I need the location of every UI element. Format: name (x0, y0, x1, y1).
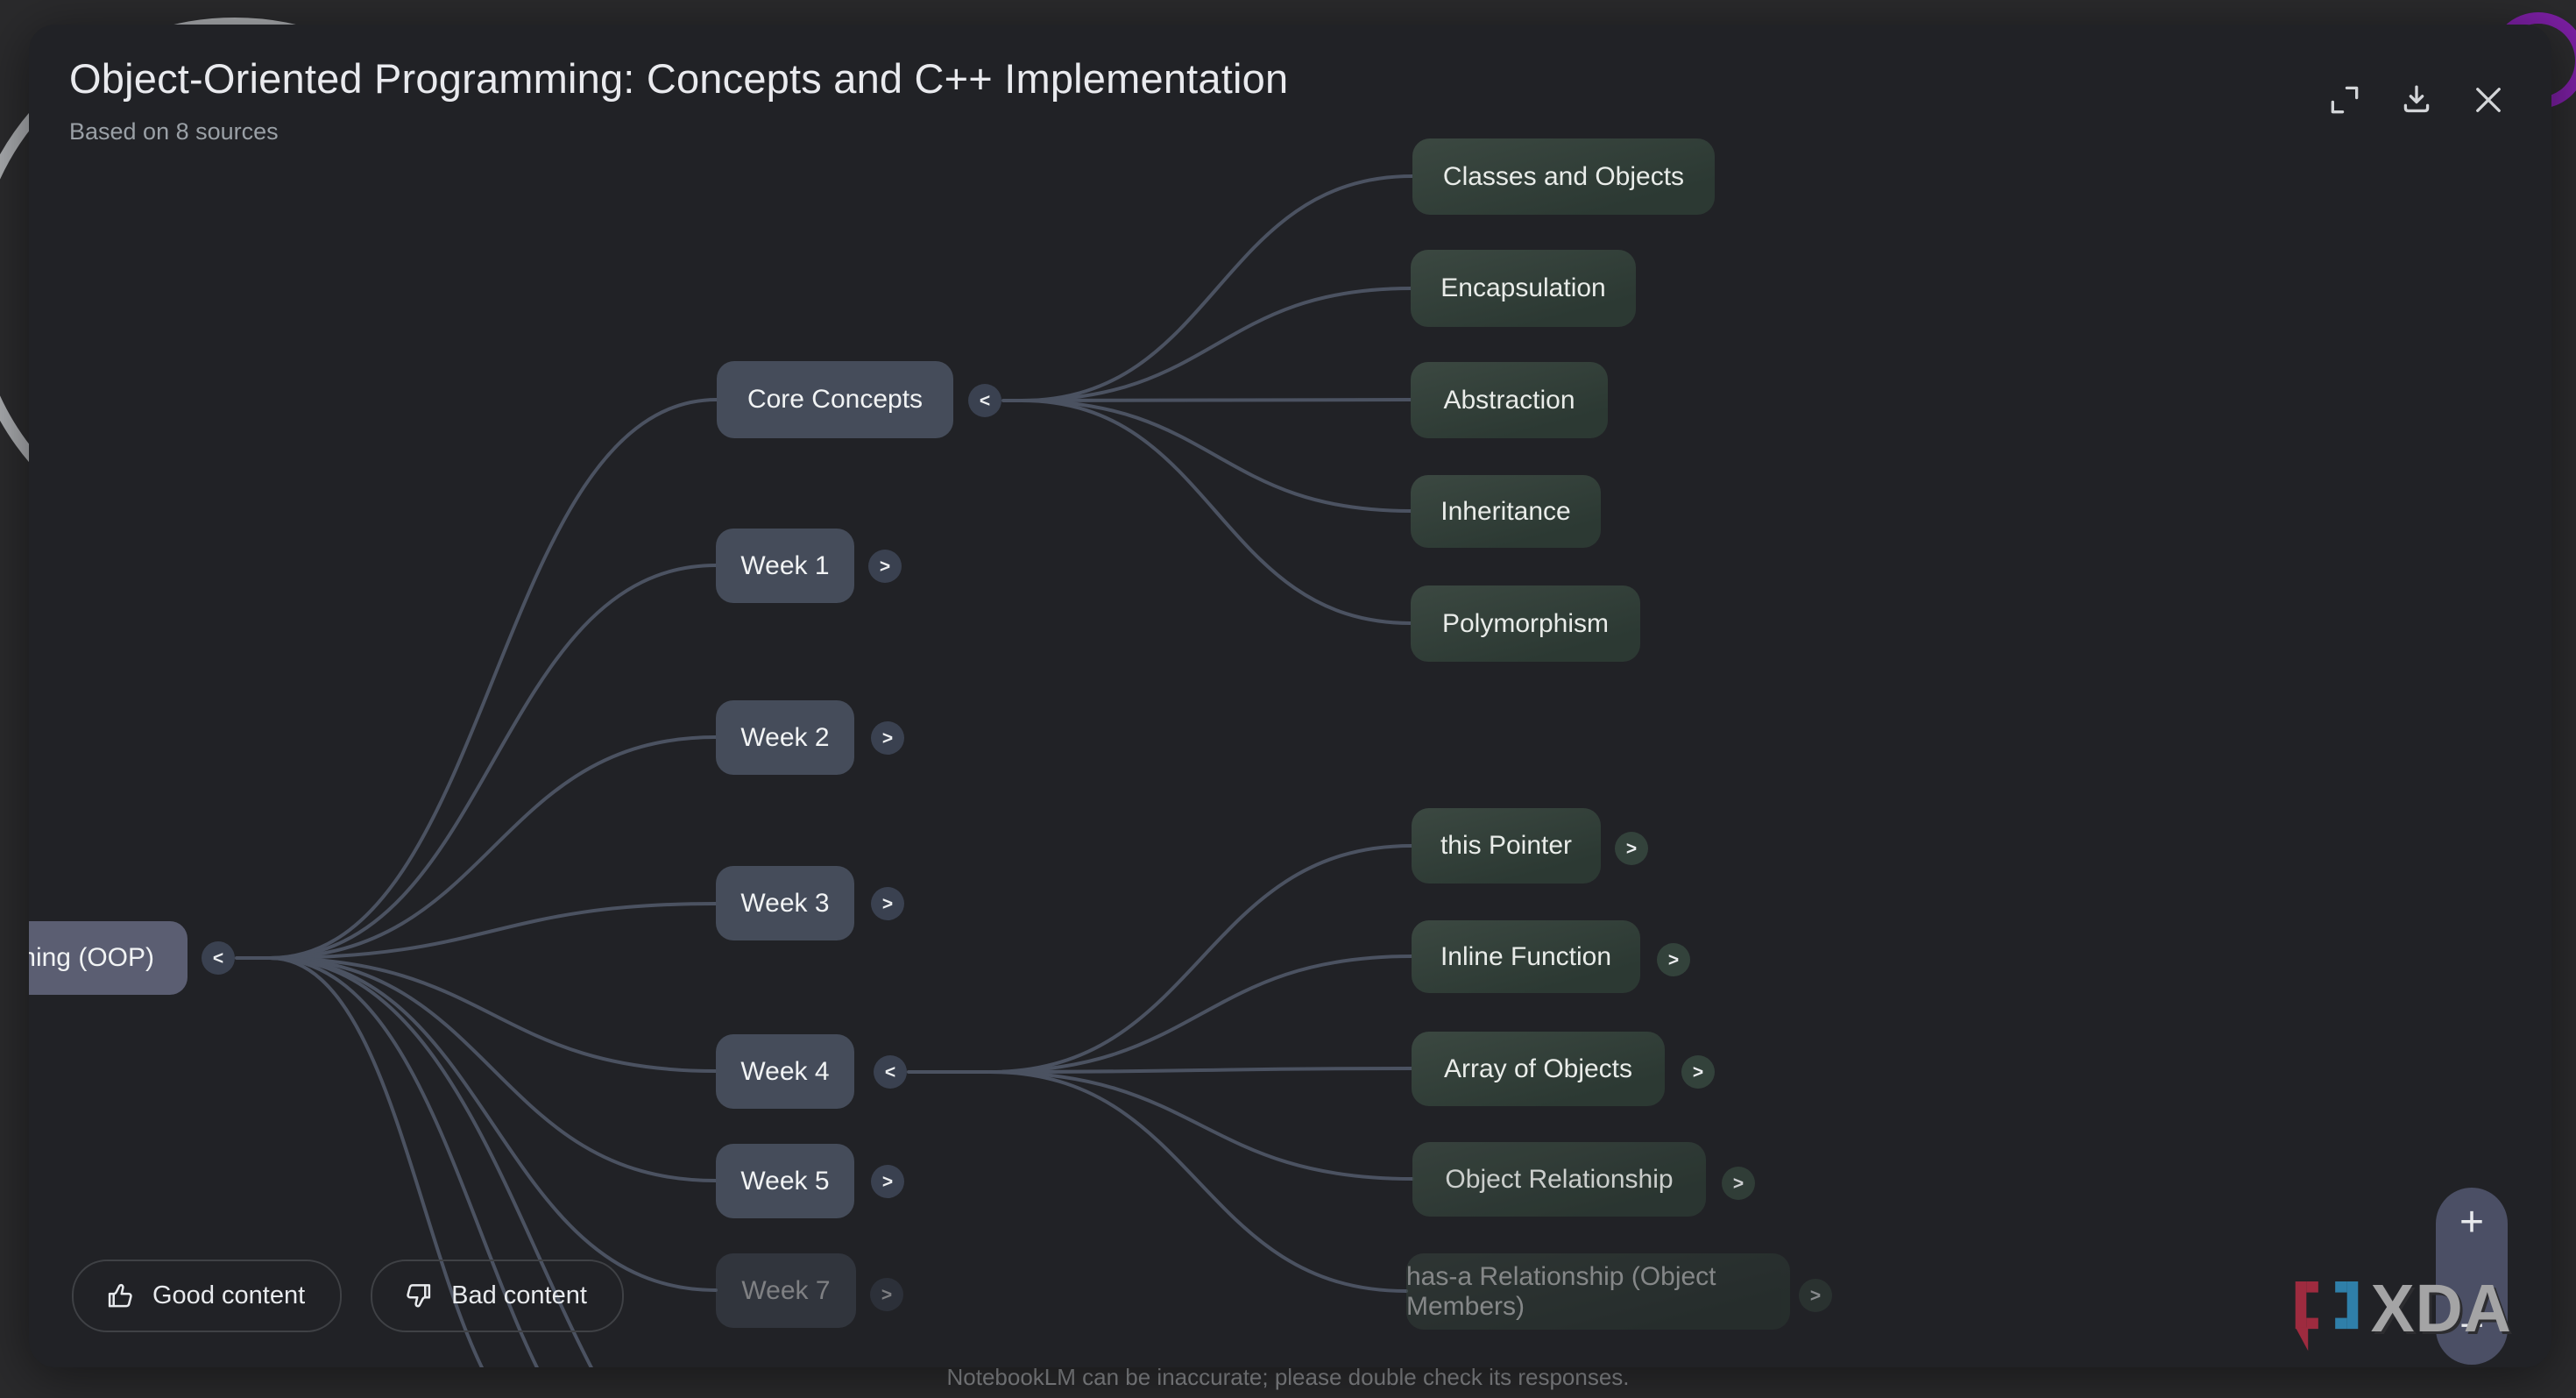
abstraction-node[interactable]: Abstraction (1411, 362, 1608, 438)
bad-content-label: Bad content (451, 1281, 587, 1309)
week-2-node[interactable]: Week 2 (716, 700, 854, 775)
page-title: Object-Oriented Programming: Concepts an… (69, 55, 1289, 102)
root-toggle-button[interactable]: < (202, 941, 235, 975)
has-a-relationship-node[interactable]: has-a Relationship (Object Members) (1406, 1253, 1790, 1330)
mindmap-canvas: Object-Oriented Programming: Concepts an… (29, 25, 2551, 1367)
week-7-toggle-button[interactable]: > (870, 1278, 903, 1311)
thumb-up-icon (108, 1283, 132, 1307)
inline-function-toggle-button[interactable]: > (1657, 943, 1690, 976)
core-concepts-node[interactable]: Core Concepts (717, 361, 953, 438)
mindmap-edges (235, 174, 1414, 1367)
mindmap-dialog: Object-Oriented Programming: Concepts an… (29, 25, 2551, 1367)
week-1-node[interactable]: Week 1 (716, 529, 854, 603)
bad-content-button[interactable]: Bad content (371, 1260, 624, 1332)
collapse-nodes-button[interactable] (2325, 81, 2364, 119)
sources-count-label: Based on 8 sources (69, 118, 279, 145)
good-content-button[interactable]: Good content (72, 1260, 343, 1332)
week-3-node[interactable]: Week 3 (716, 866, 854, 940)
xda-left-bracket (2295, 1281, 2318, 1352)
array-of-objects-toggle-button[interactable]: > (1681, 1055, 1715, 1089)
this-pointer-toggle-button[interactable]: > (1615, 832, 1648, 865)
week-3-toggle-button[interactable]: > (871, 887, 904, 920)
inline-function-node[interactable]: Inline Function (1412, 920, 1640, 993)
good-content-label: Good content (152, 1281, 306, 1309)
root-node[interactable]: Object-Oriented Programming (OOP) (29, 921, 188, 995)
week-1-toggle-button[interactable]: > (868, 550, 902, 583)
has-a-relationship-toggle-button[interactable]: > (1799, 1279, 1832, 1312)
zoom-controls: + − (2436, 1188, 2508, 1365)
close-button[interactable] (2469, 81, 2508, 119)
array-of-objects-node[interactable]: Array of Objects (1412, 1032, 1665, 1106)
collapse-icon (2331, 86, 2359, 114)
close-icon (2476, 88, 2501, 112)
inheritance-node[interactable]: Inheritance (1411, 475, 1601, 548)
encapsulation-node[interactable]: Encapsulation (1411, 250, 1636, 327)
week-5-toggle-button[interactable]: > (871, 1165, 904, 1198)
disclaimer-text: NotebookLM can be inaccurate; please dou… (946, 1364, 1630, 1390)
core-concepts-toggle-button[interactable]: < (968, 384, 1001, 417)
week-2-toggle-button[interactable]: > (871, 721, 904, 755)
dialog-header: Object-Oriented Programming: Concepts an… (69, 54, 1288, 145)
week-5-node[interactable]: Week 5 (716, 1144, 854, 1218)
object-relationship-node[interactable]: Object Relationship (1412, 1142, 1706, 1217)
week-7-node[interactable]: Week 7 (716, 1253, 856, 1328)
thumb-down-icon (407, 1283, 431, 1307)
zoom-in-button[interactable]: + (2459, 1199, 2485, 1245)
zoom-out-button[interactable]: − (2459, 1302, 2485, 1349)
dialog-toolbar (2325, 81, 2508, 119)
feedback-bar: Good content Bad content (72, 1260, 624, 1332)
download-button[interactable] (2397, 81, 2436, 119)
polymorphism-node[interactable]: Polymorphism (1411, 585, 1640, 662)
download-icon (2403, 85, 2430, 113)
this-pointer-node[interactable]: this Pointer (1412, 808, 1601, 884)
xda-right-bracket (2335, 1281, 2359, 1330)
classes-and-objects-node[interactable]: Classes and Objects (1412, 138, 1715, 215)
week-4-toggle-button[interactable]: < (874, 1055, 907, 1089)
object-relationship-toggle-button[interactable]: > (1722, 1167, 1755, 1200)
week-4-node[interactable]: Week 4 (716, 1034, 854, 1109)
